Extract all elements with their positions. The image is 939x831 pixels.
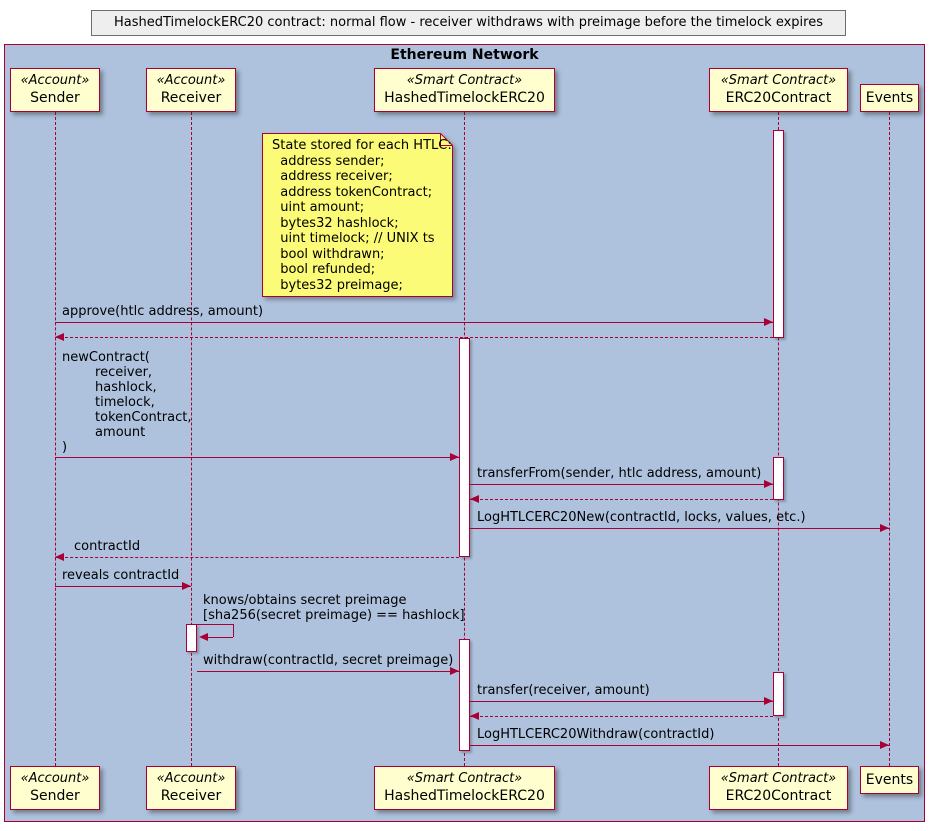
arrowhead-right-icon — [764, 480, 773, 488]
participant-stereotype: «Smart Contract» — [406, 73, 523, 88]
participant-name: ERC20Contract — [725, 788, 832, 804]
participant-stereotype: «Smart Contract» — [406, 771, 523, 786]
activation-erc20-approve — [773, 130, 784, 338]
message-transfer-line — [470, 701, 773, 702]
arrowhead-right-icon — [764, 697, 773, 705]
message-newcontract-label: newContract( receiver, hashlock, timeloc… — [62, 350, 192, 455]
participant-name: Receiver — [160, 90, 222, 106]
lifeline-events — [889, 112, 890, 766]
participant-htlc-bottom: «Smart Contract» HashedTimelockERC20 — [374, 766, 555, 810]
participant-receiver-top: «Account» Receiver — [146, 68, 236, 112]
activation-erc20-transferfrom — [773, 457, 784, 500]
message-approve-line — [55, 322, 773, 323]
message-newcontract-line — [55, 457, 459, 458]
message-transfer-return-line — [470, 716, 773, 717]
arrowhead-left-icon — [199, 633, 208, 641]
participant-events-bottom: Events — [860, 766, 919, 794]
participant-erc20-top: «Smart Contract» ERC20Contract — [709, 68, 848, 112]
note-shape — [262, 133, 453, 297]
message-logwithdraw-line — [470, 745, 889, 746]
participant-sender-top: «Account» Sender — [10, 68, 100, 112]
message-lognew-line — [470, 528, 889, 529]
arrowhead-right-icon — [450, 667, 459, 675]
participant-stereotype: «Account» — [20, 771, 90, 786]
arrowhead-right-icon — [182, 582, 191, 590]
lifeline-erc20 — [778, 112, 779, 766]
note-text: State stored for each HTLC: address send… — [272, 138, 452, 293]
participant-name: HashedTimelockERC20 — [384, 788, 545, 804]
arrowhead-left-icon — [470, 495, 479, 503]
message-logwithdraw-label: LogHTLCERC20Withdraw(contractId) — [477, 727, 715, 742]
message-knowssecret-loop-top — [197, 624, 233, 625]
message-contractid-label: contractId — [74, 539, 141, 554]
arrowhead-right-icon — [880, 741, 889, 749]
message-approve-return-line — [55, 337, 773, 338]
participant-receiver-bottom: «Account» Receiver — [146, 766, 236, 810]
message-knowssecret-label: knows/obtains secret preimage [sha256(se… — [203, 593, 465, 623]
arrowhead-right-icon — [880, 524, 889, 532]
participant-name: ERC20Contract — [725, 90, 832, 106]
message-approve-label: approve(htlc address, amount) — [62, 304, 264, 319]
participant-name: HashedTimelockERC20 — [384, 90, 545, 106]
message-knowssecret-loop-side — [233, 624, 234, 637]
participant-htlc-top: «Smart Contract» HashedTimelockERC20 — [374, 68, 555, 112]
participant-stereotype: «Account» — [156, 73, 226, 88]
message-withdraw-line — [197, 671, 459, 672]
message-reveals-line — [55, 586, 191, 587]
htlc-state-note: State stored for each HTLC: address send… — [262, 133, 453, 297]
participant-name: Receiver — [160, 788, 222, 804]
participant-name: Sender — [30, 788, 80, 804]
message-transferfrom-line — [470, 484, 773, 485]
participant-stereotype: «Account» — [20, 73, 90, 88]
arrowhead-right-icon — [764, 318, 773, 326]
participant-stereotype: «Smart Contract» — [720, 771, 837, 786]
participant-name: Sender — [30, 90, 80, 106]
lifeline-sender — [55, 112, 56, 766]
message-withdraw-label: withdraw(contractId, secret preimage) — [203, 653, 454, 668]
participant-events-top: Events — [860, 84, 919, 112]
activation-receiver-secret — [186, 624, 197, 652]
participant-stereotype: «Account» — [156, 771, 226, 786]
message-reveals-label: reveals contractId — [62, 568, 180, 583]
message-knowssecret-loop-bottom — [206, 637, 233, 638]
participant-erc20-bottom: «Smart Contract» ERC20Contract — [709, 766, 848, 810]
message-transfer-label: transfer(receiver, amount) — [477, 683, 650, 698]
activation-htlc-withdraw — [459, 639, 470, 751]
frame-label: Ethereum Network — [390, 47, 539, 63]
activation-erc20-transfer — [773, 672, 784, 716]
participant-sender-bottom: «Account» Sender — [10, 766, 100, 810]
arrowhead-left-icon — [55, 553, 64, 561]
message-transferfrom-label: transferFrom(sender, htlc address, amoun… — [477, 466, 762, 481]
activation-htlc-newcontract — [459, 338, 470, 557]
message-contractid-line — [55, 557, 459, 558]
arrowhead-right-icon — [450, 453, 459, 461]
lifeline-receiver — [191, 112, 192, 766]
message-transferfrom-return-line — [470, 499, 773, 500]
diagram-title: HashedTimelockERC20 contract: normal flo… — [91, 10, 846, 36]
arrowhead-left-icon — [470, 712, 479, 720]
participant-stereotype: «Smart Contract» — [720, 73, 837, 88]
arrowhead-left-icon — [55, 333, 64, 341]
message-lognew-label: LogHTLCERC20New(contractId, locks, value… — [477, 510, 806, 525]
